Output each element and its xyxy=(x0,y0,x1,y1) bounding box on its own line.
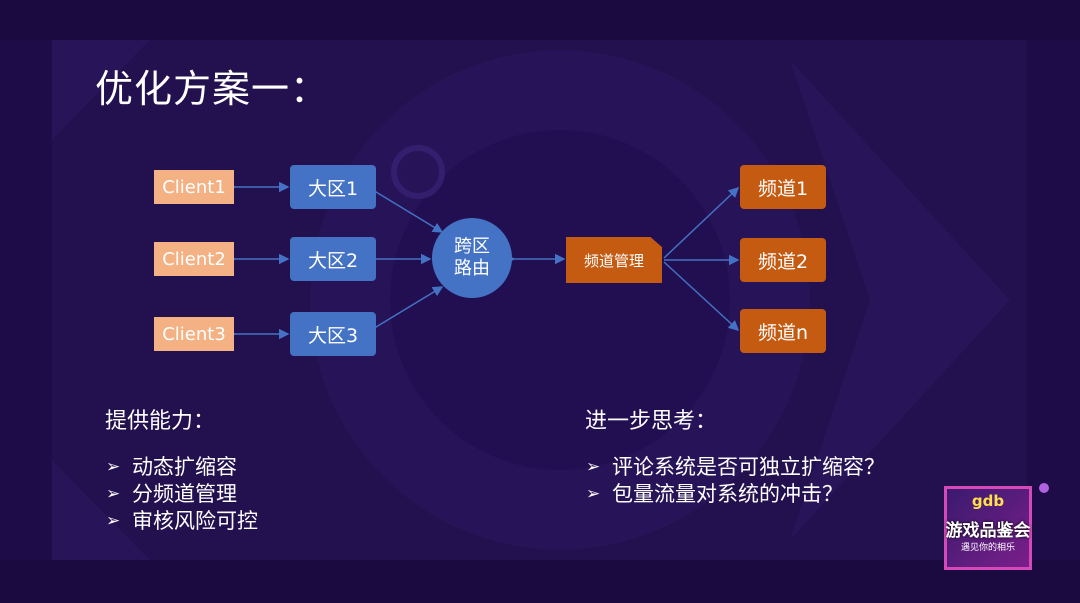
thought-item: ➢ 包量流量对系统的冲击？ xyxy=(586,481,885,508)
arrow-right-icon: ➢ xyxy=(586,457,601,477)
thought-text: 评论系统是否可独立扩缩容？ xyxy=(612,455,885,479)
arrow-right-icon: ➢ xyxy=(106,457,121,477)
client-box-1: Client1 xyxy=(154,170,234,204)
connector-region1-router xyxy=(365,182,444,233)
connector-manager-channeln xyxy=(663,261,740,332)
router-label-line2: 路由 xyxy=(454,258,490,279)
capability-item: ➢ 动态扩缩容 xyxy=(106,454,258,481)
logo-dot-icon xyxy=(1039,483,1049,493)
capabilities-list: ➢ 动态扩缩容 ➢ 分频道管理 ➢ 审核风险可控 xyxy=(106,454,258,535)
channel-box-1: 频道1 xyxy=(740,165,826,209)
thought-item: ➢ 评论系统是否可独立扩缩容？ xyxy=(586,454,885,481)
capabilities-title: 提供能力： xyxy=(105,409,216,434)
connector-manager-channel1 xyxy=(663,186,740,259)
capability-text: 审核风险可控 xyxy=(132,509,258,533)
thoughts-title: 进一步思考： xyxy=(585,409,718,434)
region-box-1: 大区1 xyxy=(290,165,376,209)
client-box-2: Client2 xyxy=(154,242,234,276)
capability-text: 动态扩缩容 xyxy=(132,455,237,479)
event-logo: gdb 游戏品鉴会 遇见你的相乐 xyxy=(944,483,1049,570)
thought-text: 包量流量对系统的冲击？ xyxy=(612,482,843,506)
region-box-3: 大区3 xyxy=(290,312,376,356)
router-label-line1: 跨区 xyxy=(454,236,490,257)
capability-item: ➢ 分频道管理 xyxy=(106,481,258,508)
arrow-right-icon: ➢ xyxy=(106,511,121,531)
logo-gdb-text: gdb xyxy=(971,492,1005,510)
region-box-2: 大区2 xyxy=(290,237,376,281)
logo-sub-text: 遇见你的相乐 xyxy=(960,543,1015,553)
client-box-3: Client3 xyxy=(154,317,234,351)
cross-region-router: 跨区 路由 xyxy=(432,218,512,298)
arrow-right-icon: ➢ xyxy=(106,484,121,504)
capability-text: 分频道管理 xyxy=(132,482,237,506)
logo-main-text: 游戏品鉴会 xyxy=(945,521,1031,541)
channel-box-2: 频道2 xyxy=(740,238,826,282)
logo-frame xyxy=(944,486,1032,570)
slide-title: 优化方案一： xyxy=(95,67,330,111)
channel-box-n: 频道n xyxy=(740,309,826,353)
thoughts-list: ➢ 评论系统是否可独立扩缩容？ ➢ 包量流量对系统的冲击？ xyxy=(586,454,885,508)
arrow-right-icon: ➢ xyxy=(586,484,601,504)
channel-manager: 频道管理 xyxy=(566,237,662,283)
capability-item: ➢ 审核风险可控 xyxy=(106,508,258,535)
connector-region3-router xyxy=(365,286,444,337)
